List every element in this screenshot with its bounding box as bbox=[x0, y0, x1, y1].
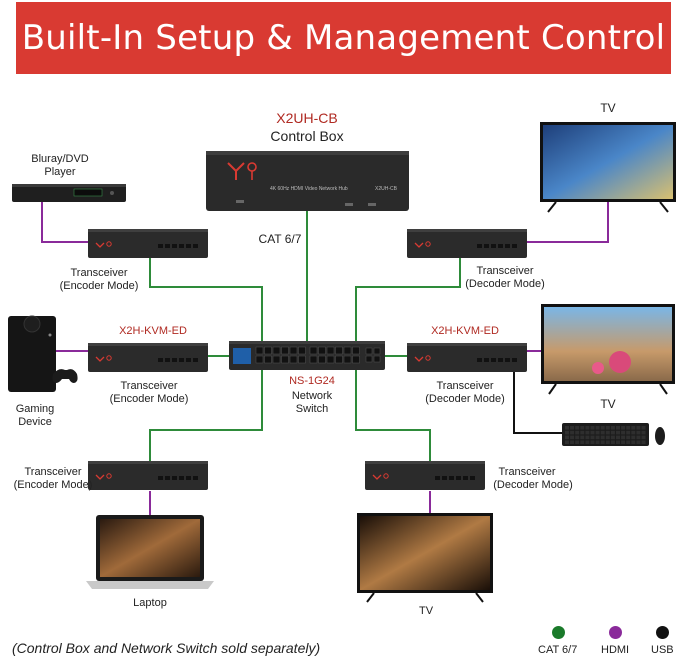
laptop-label: Laptop bbox=[133, 597, 167, 609]
transceiver-right-mid-line2: (Decoder Mode) bbox=[425, 393, 505, 405]
switch-name-line2: Switch bbox=[295, 403, 329, 415]
transceiver-devices bbox=[88, 229, 527, 490]
transceiver-left-mid-line1: Transceiver bbox=[120, 380, 178, 392]
transceiver-right-top-line2: (Decoder Mode) bbox=[465, 278, 545, 290]
tv-top-device bbox=[540, 122, 676, 213]
page-title: Built-In Setup & Management Control bbox=[21, 18, 666, 58]
tv-bottom-device bbox=[357, 513, 493, 603]
legend-dot-cat bbox=[552, 626, 565, 639]
keyboard-mouse-device bbox=[562, 423, 665, 446]
hdmi-bluray bbox=[41, 200, 88, 243]
cable-right-bottom bbox=[355, 370, 431, 462]
cable-left-bottom bbox=[149, 370, 263, 462]
legend-label-cat: CAT 6/7 bbox=[538, 644, 578, 656]
tv-mid-label: TV bbox=[600, 397, 616, 411]
transceiver-left-bottom bbox=[88, 461, 208, 490]
transceiver-left-mid-line2: (Encoder Mode) bbox=[109, 393, 189, 405]
control-box-device: 4K 60Hz HDMI Video Network Hub X2UH-CB bbox=[206, 151, 409, 211]
bluray-player-device bbox=[12, 184, 126, 202]
transceiver-right-bottom-line1: Transceiver bbox=[498, 466, 556, 478]
gaming-label-line1: Gaming bbox=[15, 403, 55, 415]
transceiver-left-top bbox=[88, 229, 208, 258]
switch-ports bbox=[255, 346, 381, 364]
cat-cable-label: CAT 6/7 bbox=[258, 232, 302, 246]
hdmi-tv-top bbox=[527, 202, 609, 243]
usb-cable bbox=[513, 370, 562, 434]
transceiver-left-top-line1: Transceiver bbox=[70, 267, 128, 279]
transceiver-left-mid bbox=[88, 343, 208, 372]
legend-label-hdmi: HDMI bbox=[601, 644, 630, 656]
tv-top-label: TV bbox=[600, 101, 616, 115]
hdmi-cables bbox=[41, 200, 609, 515]
legend-label-usb: USB bbox=[651, 644, 674, 656]
footer-note: (Control Box and Network Switch sold sep… bbox=[12, 640, 321, 656]
transceiver-left-top-line2: (Encoder Mode) bbox=[59, 280, 139, 292]
transceiver-right-mid bbox=[407, 343, 527, 372]
transceiver-left-bottom-line1: Transceiver bbox=[24, 466, 82, 478]
transceiver-right-top bbox=[407, 229, 527, 258]
control-box-device-model: X2UH-CB bbox=[375, 186, 398, 192]
title-banner: Built-In Setup & Management Control bbox=[16, 2, 671, 74]
tv-mid-device bbox=[541, 304, 675, 395]
control-box-device-text: 4K 60Hz HDMI Video Network Hub bbox=[270, 186, 348, 192]
control-box-model: X2UH-CB bbox=[276, 110, 338, 126]
gaming-label-line2: Device bbox=[18, 416, 52, 428]
cable-left-top bbox=[149, 256, 263, 341]
kvm-left-model: X2H-KVM-ED bbox=[119, 325, 187, 337]
transceiver-left-bottom-line2: (Encoder Mode) bbox=[13, 479, 93, 491]
legend-dot-usb bbox=[656, 626, 669, 639]
transceiver-right-bottom bbox=[365, 461, 485, 490]
gaming-console-device bbox=[8, 315, 78, 392]
tv-bottom-label: TV bbox=[418, 605, 434, 617]
cable-right-top bbox=[355, 257, 461, 341]
bluray-label-line2: Player bbox=[44, 166, 76, 178]
laptop-device bbox=[86, 515, 214, 589]
transceiver-right-top-line1: Transceiver bbox=[476, 265, 534, 277]
legend-dot-hdmi bbox=[609, 626, 622, 639]
keyboard-keys bbox=[565, 426, 646, 444]
transceiver-right-bottom-line2: (Decoder Mode) bbox=[493, 479, 573, 491]
switch-model: NS-1G24 bbox=[289, 375, 335, 387]
transceiver-right-mid-line1: Transceiver bbox=[436, 380, 494, 392]
control-box-name: Control Box bbox=[270, 128, 344, 144]
network-switch-device bbox=[229, 341, 385, 370]
bluray-label-line1: Bluray/DVD bbox=[31, 153, 89, 165]
kvm-right-model: X2H-KVM-ED bbox=[431, 325, 499, 337]
switch-name-line1: Network bbox=[291, 390, 333, 402]
cat-cables bbox=[149, 211, 461, 462]
